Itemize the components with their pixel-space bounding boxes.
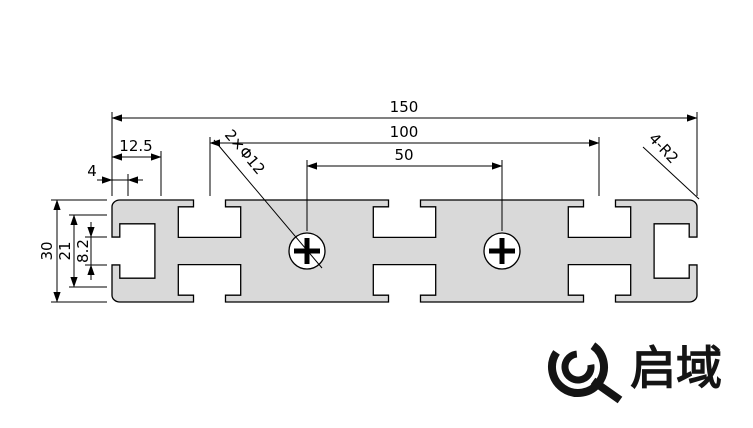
- hole-left: [288, 232, 326, 270]
- dim-label-150: 150: [390, 98, 419, 116]
- leader-corner-callout: [642, 146, 700, 200]
- brand-logo-text: 启域: [630, 341, 722, 395]
- dim-label-4: 4: [87, 162, 97, 180]
- leader-holes-callout: [213, 139, 323, 269]
- extension-lines-left: [51, 199, 107, 303]
- dim-label-8-2: 8.2: [74, 239, 92, 263]
- profile-cross-section: [112, 200, 697, 302]
- qiyu-logo-icon: [548, 337, 623, 404]
- callout-label-holes: 2×Φ12: [221, 126, 269, 178]
- callout-label-corners: 4-R2: [645, 129, 682, 167]
- hole-right: [483, 232, 521, 270]
- dim-label-21: 21: [56, 241, 74, 260]
- dim-label-100: 100: [390, 123, 419, 141]
- dim-label-50: 50: [394, 146, 413, 164]
- brand-logo: 启域: [548, 337, 722, 404]
- hole-right-center-mark-icon: [489, 238, 515, 264]
- dim-label-12-5: 12.5: [119, 137, 152, 155]
- dim-label-30: 30: [38, 241, 56, 260]
- hole-left-center-mark-icon: [294, 238, 320, 264]
